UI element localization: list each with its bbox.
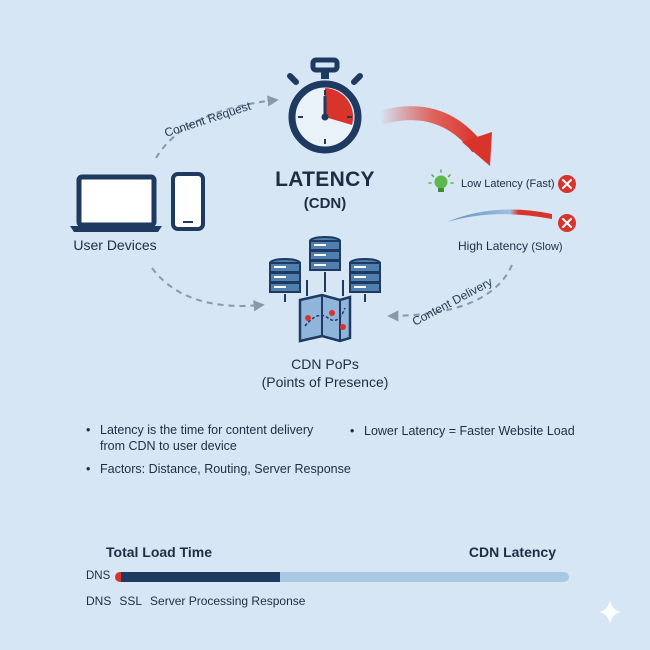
sparkle-icon [599, 600, 621, 624]
map-icon [298, 293, 352, 343]
bullet-definition: Latency is the time for content delivery… [86, 422, 315, 454]
server-processing-segment [120, 572, 280, 582]
high-latency-qualifier: (Slow) [531, 241, 563, 253]
cdn-pops-sublabel: (Points of Presence) [261, 374, 389, 390]
total-load-time-title: Total Load Time [106, 544, 213, 560]
cdn-pops-label: CDN PoPs [291, 356, 359, 372]
dns-label: DNS [86, 570, 111, 582]
bullet-factors: Factors: Distance, Routing, Server Respo… [86, 462, 400, 476]
server-connectors [284, 272, 366, 302]
low-latency-label: Low Latency (Fast) [461, 178, 555, 190]
segment-label-server: Server Processing Response [150, 594, 306, 608]
content-request-flow [155, 95, 279, 159]
low-latency-x-icon [558, 175, 576, 193]
load-bar-segment-labels: DNS SSL Server Processing Response [86, 594, 305, 608]
main-subtitle: (CDN) [303, 195, 347, 212]
high-latency-x-icon [558, 214, 576, 232]
laptop-icon [70, 174, 162, 232]
user-devices-label: User Devices [73, 237, 157, 253]
segment-label-dns: DNS [86, 594, 112, 608]
server-icon-left [269, 258, 301, 293]
stopwatch-icon [287, 57, 363, 154]
main-title: LATENCY [275, 168, 375, 191]
content-delivery-flow [387, 264, 513, 322]
latency-sweep-arrowhead [462, 132, 492, 166]
high-latency-label: High Latency (Slow) [458, 239, 563, 253]
load-time-bar [115, 572, 569, 582]
high-latency-swoosh [447, 209, 552, 222]
segment-label-ssl: SSL [119, 594, 143, 608]
dns-segment [115, 572, 121, 582]
content-delivery-label: Content Delivery [410, 275, 495, 329]
content-request-label: Content Request [163, 99, 254, 140]
lightbulb-icon [428, 169, 454, 192]
cdn-latency-title: CDN Latency [468, 544, 556, 560]
bullet-rule: Lower Latency = Faster Website Load [350, 424, 604, 438]
devices-to-cdn-flow [151, 267, 265, 312]
server-icon-top [309, 236, 341, 271]
high-latency-text: High Latency [458, 239, 529, 253]
server-icon-right [349, 258, 381, 293]
smartphone-icon [171, 172, 205, 231]
latency-sweep-arrow [377, 106, 484, 153]
